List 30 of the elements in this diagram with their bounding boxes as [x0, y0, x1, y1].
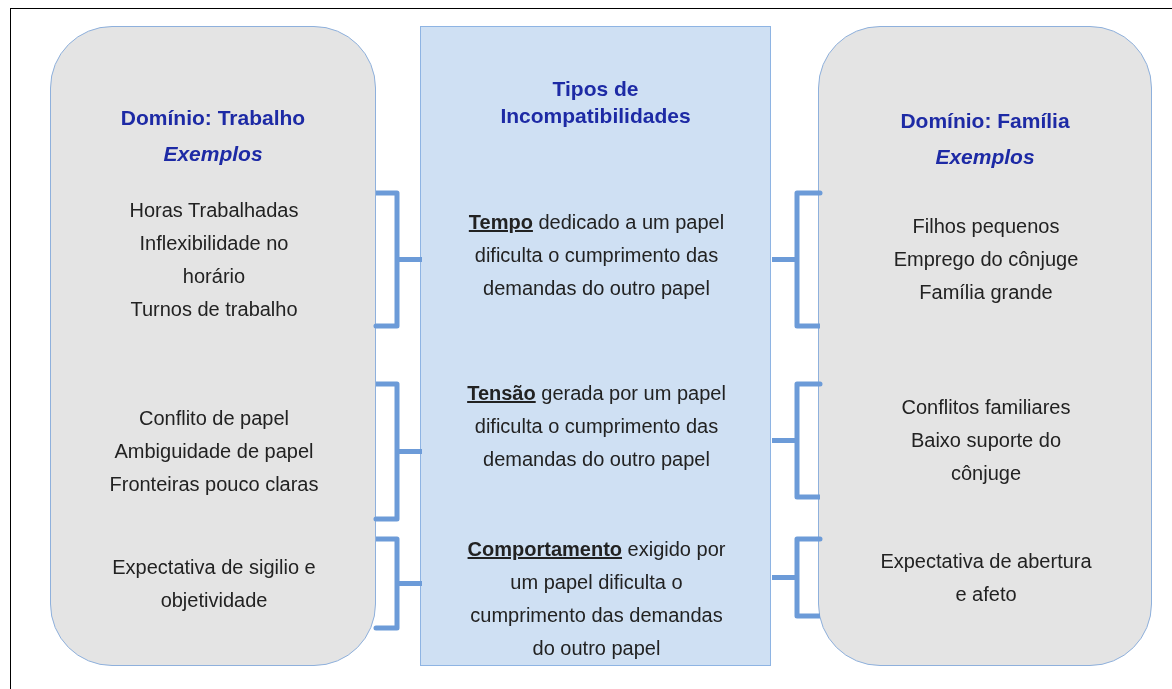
example-text: Conflitos familiares: [900, 395, 1072, 420]
bracket-connector: [373, 381, 422, 522]
bracket-connector: [772, 381, 823, 500]
example-text: Expectativa de sigilio e objetividade: [111, 554, 317, 613]
example-text: Emprego do cônjuge: [892, 247, 1080, 272]
example-text: Família grande: [918, 280, 1054, 305]
bracket-connector: [373, 190, 422, 329]
domain-panel: [50, 26, 376, 666]
example-text: Turnos de trabalho: [129, 296, 299, 322]
bracket-connector: [373, 536, 422, 631]
example-text: Fronteiras pouco claras: [108, 472, 320, 497]
example-text: Conflito de papel: [137, 406, 291, 431]
bracket-connector: [772, 190, 823, 329]
example-text: Expectativa de abertura e afeto: [879, 548, 1093, 607]
domain-panel: [818, 26, 1152, 666]
example-text: Inflexibilidade no horário: [138, 230, 290, 289]
description-text: Comportamento exigido por um papel dificulta o cumprimento das demandas do outro papel: [466, 537, 727, 661]
example-text: Horas Trabalhadas: [128, 197, 300, 223]
example-text: Ambiguidade de papel: [113, 439, 315, 464]
description-text: Tempo dedicado a um papel dificulta o cumprimento das demandas do outro papel: [467, 209, 726, 301]
example-text: Filhos pequenos: [911, 214, 1061, 239]
heading: Domínio: Família: [899, 108, 1071, 134]
bracket-connector: [772, 536, 823, 619]
subheading: Exemplos: [934, 144, 1036, 170]
subheading: Exemplos: [162, 141, 264, 167]
example-text: Baixo suporte do cônjuge: [909, 428, 1063, 486]
heading: Tipos de Incompatibilidades: [499, 76, 692, 129]
heading: Domínio: Trabalho: [119, 105, 307, 131]
description-text: Tensão gerada por um papel dificulta o cumprimento das demandas do outro papel: [466, 380, 727, 472]
types-panel: [420, 26, 771, 666]
